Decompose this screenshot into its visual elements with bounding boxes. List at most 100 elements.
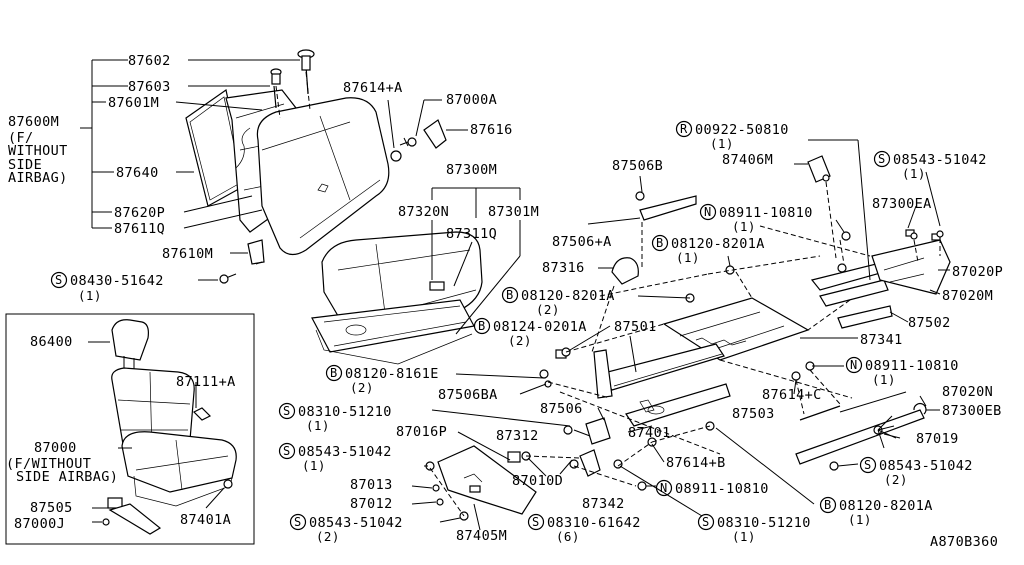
inset-seat-illustration [102,319,237,535]
rivet-symbol-letter: R [680,122,688,136]
qty-08543-right: (2) [884,472,908,487]
label-87640: 87640 [116,165,159,181]
label-87406m: 87406M [722,152,773,168]
diagram-code: A870B360 [930,534,998,550]
label-87012: 87012 [350,496,393,512]
note-without-airbag-3: SIDE [8,157,42,173]
label-08911-10810-mid: 08911-10810 [865,358,959,374]
label-87501: 87501 [614,319,657,335]
bolt-symbol [651,234,669,252]
label-08120-8201a-lower: 08120-8201A [839,498,933,514]
label-87506a: 87506+A [552,234,612,250]
svg-text:B: B [330,366,338,380]
label-87111a: 87111+A [176,374,236,390]
label-87401: 87401 [628,425,671,441]
svg-text:S: S [294,515,302,529]
dashed-guide-lines [275,71,941,517]
qty-08310-upper: (1) [306,418,330,433]
label-08120-8161e: 08120-8161E [345,366,439,382]
seat-rail-assembly [437,155,951,515]
label-08543-51042-mid: 08543-51042 [298,444,392,460]
label-87502: 87502 [908,315,951,331]
svg-text:B: B [478,319,486,333]
qty-08310-lower: (1) [732,529,756,544]
label-87000a: 87000A [446,92,497,108]
note-without-airbag-1: (F/ [8,130,34,146]
label-87010d: 87010D [512,473,563,489]
qty-08124: (2) [508,333,532,348]
label-87320n: 87320N [398,204,449,220]
label-87614b: 87614+B [666,455,726,471]
label-08124-0201a: 08124-0201A [493,319,587,335]
qty-08310-61642: (6) [556,529,580,544]
qty-08543-bot: (2) [316,529,340,544]
label-87505: 87505 [30,500,73,516]
label-87614c: 87614+C [762,387,822,403]
label-08310-51210-upper: 08310-51210 [298,404,392,420]
label-08911-10810-top: 08911-10810 [719,205,813,221]
note-without-airbag-2: WITHOUT [8,143,68,159]
note-without-airbag-4: AIRBAG) [8,170,68,186]
label-08430-51642: 08430-51642 [70,273,164,289]
label-87000: 87000 [34,440,77,456]
label-87401a: 87401A [180,512,231,528]
label-87506: 87506 [540,401,583,417]
label-87311q: 87311Q [446,226,497,242]
qty-08120-lower: (1) [848,512,872,527]
seat-cushion-illustration [311,231,483,365]
qty-08430: (1) [78,288,102,303]
label-08120-8201a-mid: 08120-8201A [521,288,615,304]
qty-08543-top: (1) [902,166,926,181]
qty-00922: (1) [710,136,734,151]
label-87300ea: 87300EA [872,196,932,212]
note-without-side-2: SIDE AIRBAG) [16,469,118,485]
label-08543-51042-right: 08543-51042 [879,458,973,474]
inset-frame [5,313,255,545]
label-87020p: 87020P [952,264,1003,280]
nut-symbol [699,203,717,221]
nut-symbol-letter: N [704,205,712,219]
screw-symbol [50,271,68,289]
label-08310-61642: 08310-61642 [547,515,641,531]
label-87301m: 87301M [488,204,539,220]
qty-08120-8161e: (2) [350,380,374,395]
label-87405m: 87405M [456,528,507,544]
label-87614a: 87614+A [343,80,403,96]
leader-lines [80,59,950,531]
label-87503: 87503 [732,406,775,422]
label-87016p: 87016P [396,424,447,440]
label-87019: 87019 [916,431,959,447]
label-87341: 87341 [860,332,903,348]
svg-text:S: S [532,515,540,529]
svg-text:S: S [864,458,872,472]
svg-text:S: S [283,404,291,418]
label-08310-51210-lower: 08310-51210 [717,515,811,531]
bolt-symbol-letter: B [656,236,664,250]
label-00922-50810: 00922-50810 [695,122,789,138]
svg-text:S: S [878,152,886,166]
qty-08911-top: (1) [732,219,756,234]
label-87300eb: 87300EB [942,403,1002,419]
label-87000j: 87000J [14,516,65,532]
label-87602: 87602 [128,53,171,69]
svg-text:N: N [850,358,858,372]
label-87020n: 87020N [942,384,993,400]
screw-symbol-letter: S [55,273,63,287]
label-87506ba: 87506BA [438,387,498,403]
svg-text:S: S [702,515,710,529]
label-87601m: 87601M [108,95,159,111]
label-87610m: 87610M [162,246,213,262]
seat-back-illustration [185,49,447,284]
svg-text:N: N [660,481,668,495]
rivet-symbol [675,120,693,138]
label-87611q: 87611Q [114,221,165,237]
svg-text:S: S [283,444,291,458]
label-86400: 86400 [30,334,73,350]
label-87616: 87616 [470,122,513,138]
svg-text:B: B [506,288,514,302]
qty-08120-upper: (1) [676,250,700,265]
label-08543-51042-bot: 08543-51042 [309,515,403,531]
part-labels: 87602 87603 87601M 87600M (F/ WITHOUT SI… [6,53,1003,550]
